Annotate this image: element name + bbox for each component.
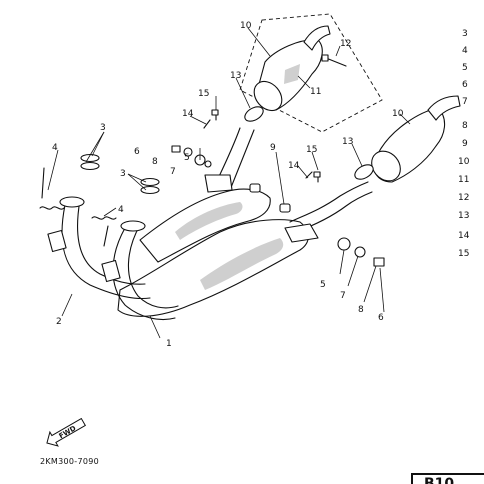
collars — [249, 183, 291, 213]
callout-numbers: 1 2 3 3 4 4 5 5 6 6 7 7 8 8 9 10 10 11 1… — [52, 21, 404, 349]
gasket-lower — [354, 164, 374, 180]
index-number: 12 — [458, 193, 469, 203]
callout-8: 8 — [152, 157, 158, 167]
callout-10: 10 — [392, 109, 404, 119]
index-number: 4 — [462, 46, 468, 56]
exhaust-pipe-assembly — [39, 127, 373, 321]
callout-4: 4 — [52, 143, 58, 153]
callout-15: 15 — [198, 89, 209, 99]
callout-10: 10 — [240, 21, 252, 31]
index-number: 15 — [458, 249, 469, 259]
callout-6: 6 — [134, 147, 140, 157]
callout-15: 15 — [306, 145, 317, 155]
bolts-14-15 — [203, 109, 321, 183]
o-rings-upper — [80, 153, 100, 171]
callout-6: 6 — [378, 313, 384, 323]
callout-7: 7 — [340, 291, 346, 301]
callout-13: 13 — [230, 71, 241, 81]
screw-12 — [321, 54, 347, 67]
fwd-arrow-icon: FWD — [46, 417, 87, 447]
callout-5: 5 — [184, 153, 190, 163]
index-number: 14 — [458, 231, 470, 241]
callout-8: 8 — [358, 305, 364, 315]
muffler-lower — [371, 95, 461, 183]
page-tag-box — [411, 473, 484, 484]
index-number: 9 — [462, 139, 468, 149]
callout-4: 4 — [118, 205, 124, 215]
callout-1: 1 — [166, 339, 172, 349]
bolt-set-right — [337, 237, 385, 267]
index-number: 7 — [462, 97, 468, 107]
part-code: 2KM300-7090 — [40, 457, 99, 466]
index-number: 3 — [462, 29, 468, 39]
inset-dashed-box — [239, 13, 383, 133]
callout-14: 14 — [182, 109, 194, 119]
callout-13: 13 — [342, 137, 353, 147]
index-number: 8 — [462, 121, 468, 131]
page-tag: B10 — [424, 476, 454, 484]
callout-11: 11 — [310, 87, 321, 97]
index-number: 11 — [458, 175, 469, 185]
o-rings-lower — [140, 177, 160, 195]
index-number: 6 — [462, 80, 468, 90]
callout-3: 3 — [100, 123, 106, 133]
side-index: 3 4 5 6 7 8 9 10 11 12 13 14 15 — [458, 29, 470, 259]
leader-lines — [47, 27, 411, 339]
callout-3: 3 — [120, 169, 126, 179]
muffler-upper-inset — [253, 25, 331, 112]
fwd-label: FWD — [58, 424, 78, 440]
index-number: 10 — [458, 157, 470, 167]
index-number: 5 — [462, 63, 468, 73]
callout-5: 5 — [320, 280, 326, 290]
gasket-upper — [244, 106, 264, 122]
bolt-set-left — [171, 145, 212, 168]
callout-7: 7 — [170, 167, 176, 177]
callout-12: 12 — [340, 39, 351, 49]
callout-9: 9 — [270, 143, 276, 153]
callout-2: 2 — [56, 317, 62, 327]
index-number: 13 — [458, 211, 469, 221]
callout-14: 14 — [288, 161, 300, 171]
